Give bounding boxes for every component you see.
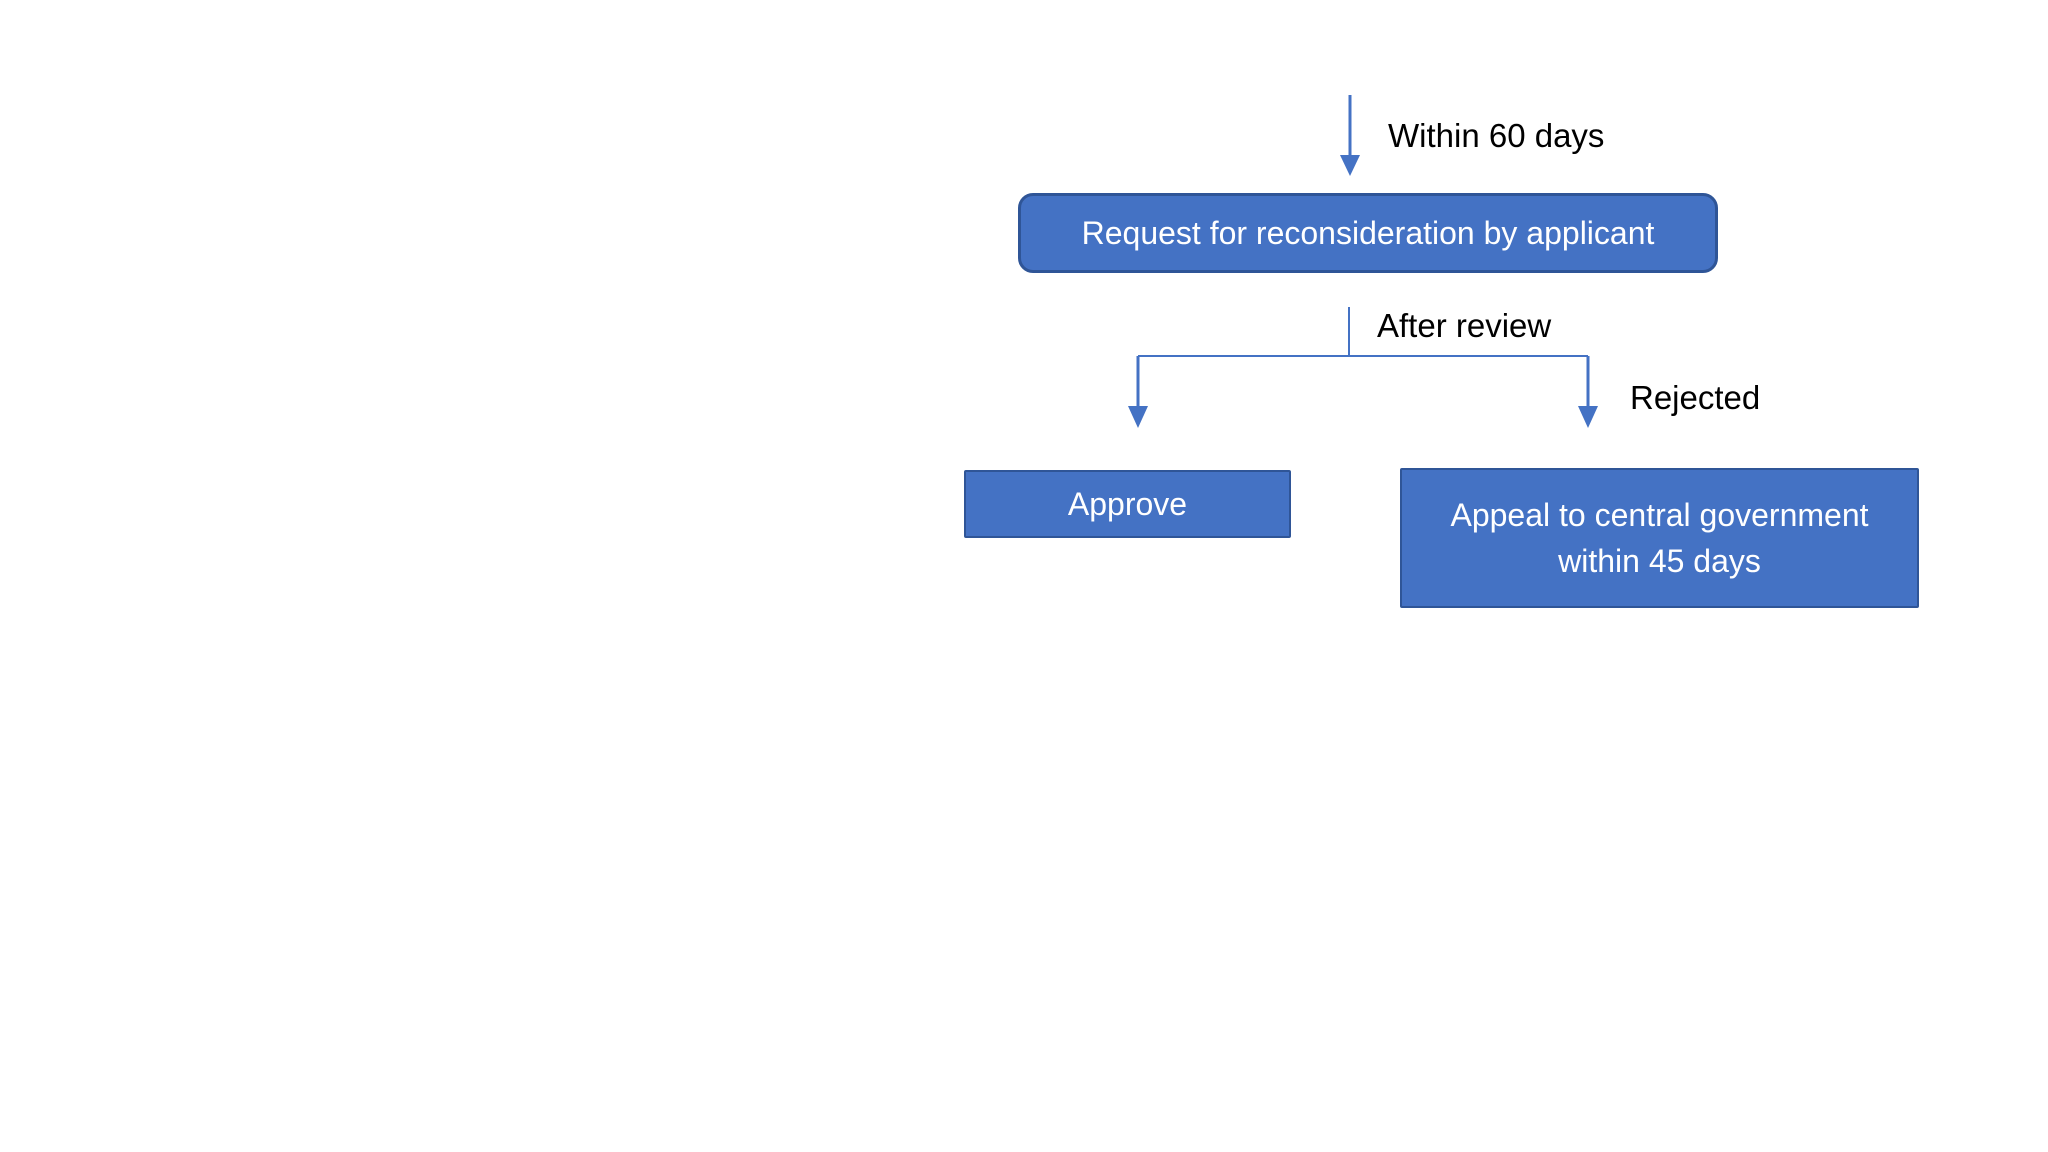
arrow-to-appeal-head bbox=[1578, 406, 1598, 428]
arrow-to-approve-head bbox=[1128, 406, 1148, 428]
arrow-into-request-head bbox=[1340, 155, 1360, 176]
node-appeal: Appeal to central government within 45 d… bbox=[1400, 468, 1919, 608]
label-rejected: Rejected bbox=[1630, 379, 1761, 416]
node-request-reconsideration: Request for reconsideration by applicant bbox=[1018, 193, 1718, 273]
node-approve: Approve bbox=[964, 470, 1291, 538]
node-request-label: Request for reconsideration by applicant bbox=[1081, 214, 1655, 251]
node-approve-label: Approve bbox=[1067, 485, 1188, 522]
label-within-60-days: Within 60 days bbox=[1388, 117, 1605, 154]
node-appeal-label: Appeal to central government within 45 d… bbox=[1450, 497, 1869, 579]
label-after-review: After review bbox=[1377, 307, 1552, 344]
